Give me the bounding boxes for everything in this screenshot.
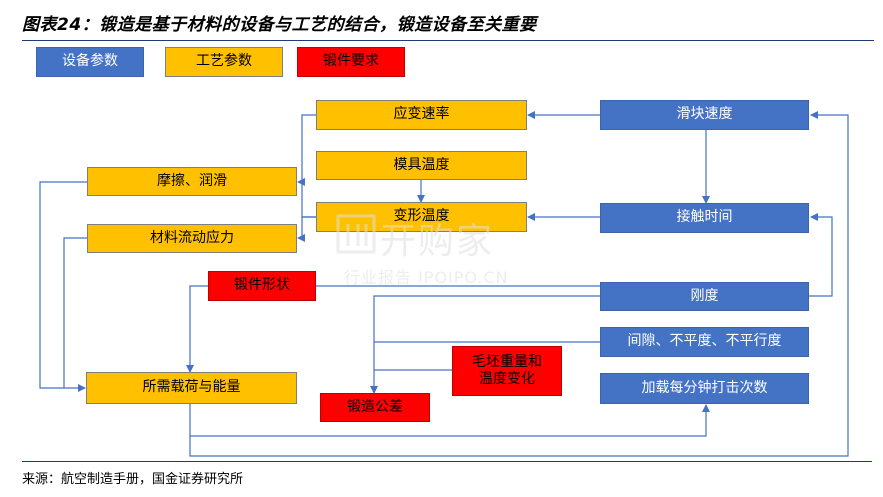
node-strokes-per-minute-loaded: 加载每分钟打击次数 <box>600 373 809 404</box>
arrow-flow-stress-to-load <box>63 237 87 388</box>
arrow-load-to-strokes <box>189 404 710 437</box>
arrow-stiffness-to-contact-time <box>809 213 833 297</box>
footer-divider <box>22 461 872 462</box>
node-die-temperature: 模具温度 <box>316 151 527 180</box>
node-strain-rate: 应变速率 <box>316 100 527 130</box>
arrow-shape-to-load <box>186 285 208 373</box>
arrow-deformation-to-flow-stress <box>297 216 316 242</box>
legend-forging-requirements: 锻件要求 <box>297 47 405 77</box>
node-contact-time: 接触时间 <box>600 203 809 233</box>
legend-process-params: 工艺参数 <box>165 47 283 77</box>
title-divider <box>22 40 860 41</box>
node-blank-weight-line1: 毛坯重量和 <box>472 353 542 370</box>
source-note: 来源：航空制造手册，国金证券研究所 <box>22 472 244 487</box>
page-title: 图表24：锻造是基于材料的设备与工艺的结合，锻造设备至关重要 <box>22 15 537 35</box>
arrow-deformation-to-friction <box>297 178 316 218</box>
node-deformation-temperature: 变形温度 <box>316 202 527 232</box>
node-stiffness: 刚度 <box>600 282 809 311</box>
node-blank-weight-line2: 温度变化 <box>479 371 535 387</box>
node-forging-tolerance: 锻造公差 <box>320 393 430 422</box>
arrow-strain-rate-bracket <box>301 114 316 182</box>
legend-equipment-params: 设备参数 <box>36 47 144 77</box>
node-slider-speed: 滑块速度 <box>600 100 809 130</box>
node-clearance-flatness-parallelism: 间隙、不平度、不平行度 <box>600 327 809 357</box>
node-forging-shape: 锻件形状 <box>208 271 316 301</box>
arrow-loop-to-slider-speed <box>189 111 849 457</box>
node-required-load-energy: 所需载荷与能量 <box>86 372 297 404</box>
node-material-flow-stress: 材料流动应力 <box>87 224 297 253</box>
node-blank-weight-temp-change: 毛坯重量和 温度变化 <box>452 346 562 396</box>
title-divider-tick <box>860 40 874 41</box>
arrow-friction-to-load <box>39 181 87 392</box>
arrow-stiffness-to-tolerance <box>370 295 600 394</box>
node-friction-lubrication: 摩擦、润滑 <box>87 167 297 196</box>
